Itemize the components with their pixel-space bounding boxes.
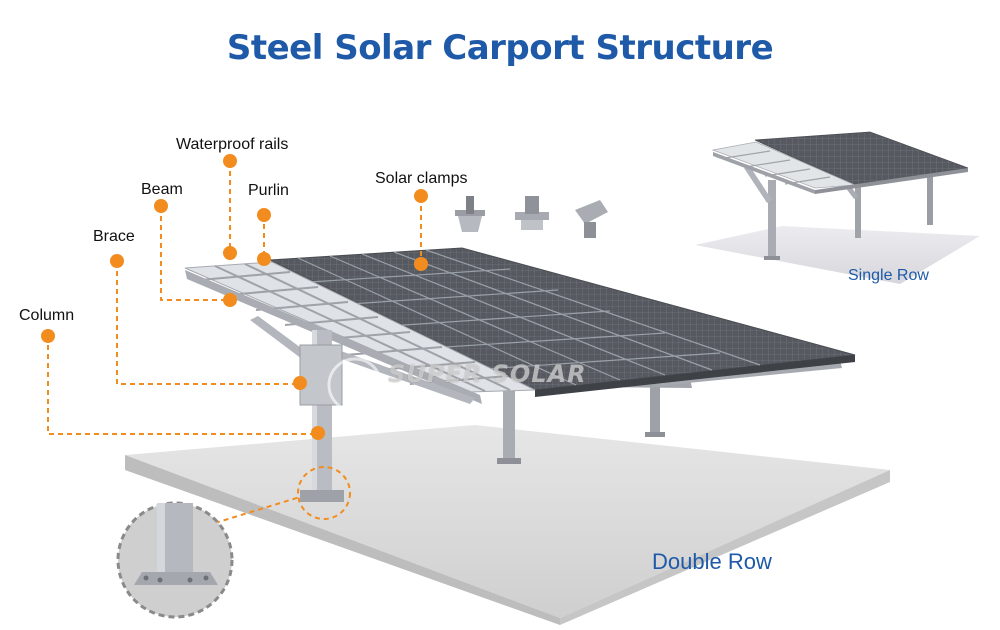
callout-dot bbox=[414, 257, 428, 271]
column bbox=[650, 385, 660, 435]
label-brace: Brace bbox=[93, 228, 135, 245]
caption-double-row: Double Row bbox=[652, 549, 772, 574]
callout-dot bbox=[223, 154, 237, 168]
base-highlight-circle bbox=[297, 466, 351, 520]
label-purlin: Purlin bbox=[248, 182, 289, 199]
brace bbox=[330, 350, 475, 404]
callout-dot bbox=[257, 252, 271, 266]
callout-dot bbox=[223, 293, 237, 307]
main-carport bbox=[184, 247, 856, 502]
callout-dot bbox=[154, 199, 168, 213]
brand-logo bbox=[327, 357, 383, 413]
clamp-part bbox=[575, 200, 608, 238]
clamp-part bbox=[515, 196, 549, 230]
label-solar-clamps: Solar clamps bbox=[375, 170, 468, 187]
beam bbox=[185, 270, 482, 404]
callout-dots bbox=[41, 154, 428, 440]
label-column: Column bbox=[19, 307, 75, 324]
callout-dot bbox=[223, 246, 237, 260]
single-row-carport bbox=[695, 131, 980, 284]
brand-watermark: SUPER SOLAR bbox=[388, 360, 587, 388]
caption-single-row: Single Row bbox=[848, 267, 929, 284]
page-title: Steel Solar Carport Structure bbox=[226, 28, 774, 68]
callout-dot bbox=[293, 376, 307, 390]
clamp-part bbox=[455, 196, 485, 232]
callout-dot bbox=[414, 189, 428, 203]
label-waterproof-rails: Waterproof rails bbox=[176, 136, 289, 153]
callout-dot bbox=[110, 254, 124, 268]
solar-clamps-parts bbox=[455, 196, 608, 238]
base-detail-zoom bbox=[116, 501, 234, 619]
callout-dot bbox=[311, 426, 325, 440]
callout-dot bbox=[41, 329, 55, 343]
callout-lines bbox=[47, 162, 422, 524]
callout-dot bbox=[257, 208, 271, 222]
label-beam: Beam bbox=[141, 181, 183, 198]
